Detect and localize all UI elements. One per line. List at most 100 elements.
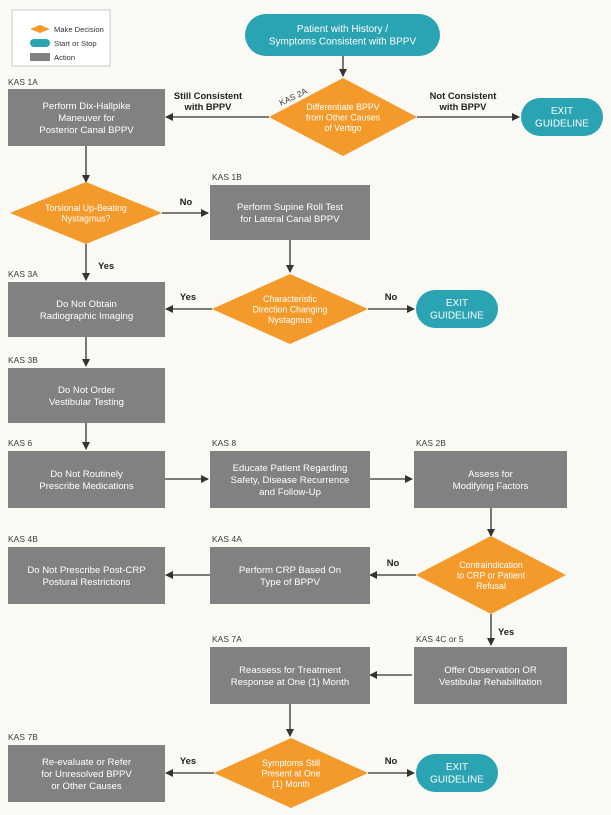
label-contra-no: No	[387, 557, 400, 568]
label-torsional-yes: Yes	[98, 260, 114, 271]
node-text-symptoms-2: Present at One	[261, 768, 320, 778]
legend-decision-label: Make Decision	[54, 25, 104, 34]
action-box-kas7b	[8, 745, 165, 802]
legend-action-swatch	[30, 53, 50, 61]
node-exit1: EXIT GUIDELINE	[521, 98, 603, 136]
decision-diamond-kas2a	[269, 78, 417, 156]
node-text-torsional-2: Nystagmus?	[62, 214, 111, 224]
edge-labels: Still Consistent with BPPV Not Consisten…	[98, 90, 514, 766]
node-text-direction-3: Nystagmus	[268, 315, 313, 325]
terminal-pill-exit2	[416, 290, 498, 328]
node-text-symptoms-1: Symptoms Still	[262, 758, 320, 768]
node-text-start-1: Patient with History /	[297, 24, 388, 35]
node-text-contra-3: Refusal	[476, 581, 506, 591]
flowchart-nodes: Patient with History / Symptoms Consisten…	[8, 14, 603, 808]
node-text-kas4b-2: Postural Restrictions	[43, 577, 131, 588]
node-text-kas2a-2: from Other Causes	[306, 112, 381, 122]
node-text-kas1b-2: for Lateral Canal BPPV	[240, 214, 340, 225]
node-text-torsional-1: Torsional Up-Beating	[45, 203, 127, 213]
node-text-contra-2: to CRP or Patient	[457, 570, 526, 580]
action-box-kas2b	[414, 451, 567, 508]
kas-label-kas4c: KAS 4C or 5	[416, 634, 464, 644]
kas-label-kas8: KAS 8	[212, 438, 236, 448]
node-text-kas4b-1: Do Not Prescribe Post-CRP	[27, 565, 145, 576]
node-text-kas4c-2: Vestibular Rehabilitation	[439, 677, 542, 688]
node-text-kas7a-2: Response at One (1) Month	[231, 677, 349, 688]
node-text-kas7b-3: or Other Causes	[51, 781, 122, 792]
action-box-kas1b	[210, 185, 370, 240]
node-text-direction-1: Characteristic	[263, 294, 317, 304]
legend-frame	[11, 9, 111, 67]
node-text-kas7b-2: for Unresolved BPPV	[41, 769, 132, 780]
kas-label-kas7b: KAS 7B	[8, 732, 38, 742]
action-box-kas8	[210, 451, 370, 508]
node-text-kas7a-1: Reassess for Treatment	[239, 665, 341, 676]
action-box-kas4b	[8, 547, 165, 604]
action-box-kas7a	[210, 647, 370, 704]
decision-diamond-torsional	[10, 182, 162, 244]
node-text-kas3b-1: Do Not Order	[58, 385, 116, 396]
action-box-kas4a	[210, 547, 370, 604]
kas-label-kas3b: KAS 3B	[8, 355, 38, 365]
decision-diamond-contra	[416, 536, 566, 614]
kas-label-kas3a: KAS 3A	[8, 269, 38, 279]
node-text-exit1-2: GUIDELINE	[535, 119, 589, 130]
node-text-exit2-1: EXIT	[446, 298, 468, 309]
label-still-consistent-2: with BPPV	[184, 101, 233, 112]
node-start: Patient with History / Symptoms Consisten…	[245, 14, 440, 56]
action-box-kas3a	[8, 282, 165, 337]
decision-diamond-symptoms	[214, 738, 368, 808]
label-direction-yes: Yes	[180, 291, 196, 302]
node-text-exit2-2: GUIDELINE	[430, 311, 484, 322]
node-text-exit3-2: GUIDELINE	[430, 775, 484, 786]
node-text-kas2b-2: Modifying Factors	[453, 481, 529, 492]
label-contra-yes: Yes	[498, 626, 514, 637]
node-text-kas2b-1: Assess for	[468, 469, 514, 480]
terminal-pill-start	[245, 14, 440, 56]
kas-label-kas7a: KAS 7A	[212, 634, 242, 644]
terminal-pill-exit3	[416, 754, 498, 792]
kas-label-kas6: KAS 6	[8, 438, 32, 448]
legend-terminal-label: Start or Stop	[54, 39, 97, 48]
node-text-kas4c-1: Offer Observation OR	[444, 665, 537, 676]
node-text-kas1a-1: Perform Dix-Hallpike	[43, 101, 131, 112]
kas-label-kas1a: KAS 1A	[8, 77, 38, 87]
node-text-kas2a-1: Differentiate BPPV	[306, 102, 379, 112]
node-text-kas1a-2: Maneuver for	[58, 113, 115, 124]
node-text-kas4a-1: Perform CRP Based On	[239, 565, 341, 576]
kas-label-kas2b: KAS 2B	[416, 438, 446, 448]
kas-label-kas4b: KAS 4B	[8, 534, 38, 544]
node-text-exit1-1: EXIT	[551, 106, 573, 117]
node-text-kas4a-2: Type of BPPV	[260, 577, 320, 588]
label-not-consistent-2: with BPPV	[439, 101, 488, 112]
node-text-kas6-2: Prescribe Medications	[39, 481, 134, 492]
node-text-start-2: Symptoms Consistent with BPPV	[269, 37, 417, 48]
node-text-kas8-1: Educate Patient Regarding	[233, 463, 348, 474]
node-text-symptoms-3: (1) Month	[272, 779, 310, 789]
label-direction-no: No	[385, 291, 398, 302]
node-exit2: EXIT GUIDELINE	[416, 290, 498, 328]
kas-label-kas4a: KAS 4A	[212, 534, 242, 544]
node-text-kas8-3: and Follow-Up	[259, 487, 321, 498]
action-box-kas6	[8, 451, 165, 508]
legend-terminal-swatch	[30, 39, 50, 47]
action-box-kas4c	[414, 647, 567, 704]
node-text-direction-2: Direction Changing	[253, 304, 328, 314]
label-symptoms-no: No	[385, 755, 398, 766]
legend-decision-swatch	[30, 25, 50, 33]
legend-action-label: Action	[54, 53, 75, 62]
